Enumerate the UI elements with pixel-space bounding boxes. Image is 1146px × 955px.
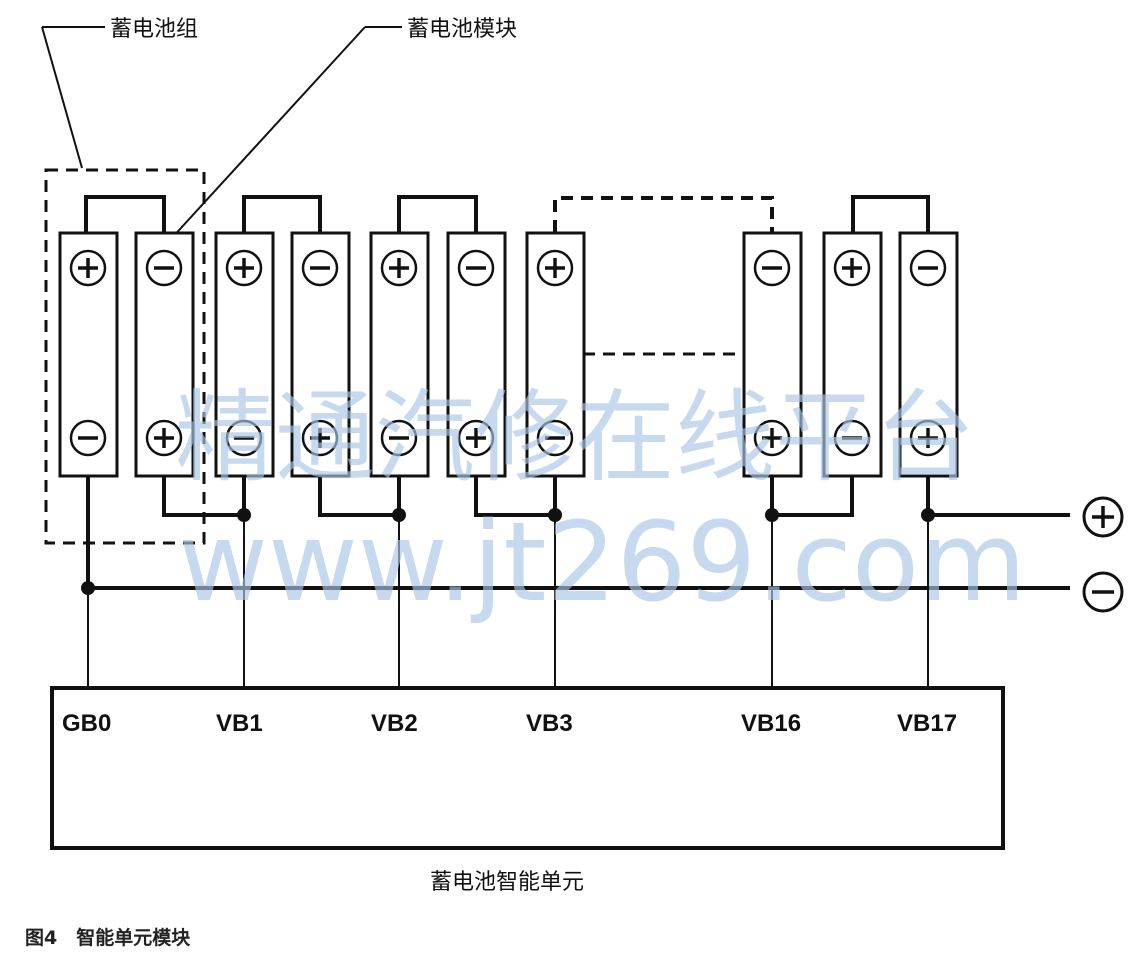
cell-6 (446, 231, 507, 478)
cell-8 (742, 231, 803, 478)
cell-5 (369, 231, 430, 478)
top-links (84, 195, 930, 356)
battery-pack-label: 蓄电池组 (110, 17, 198, 42)
cell-10 (898, 231, 959, 478)
channel-label: VB17 (897, 710, 957, 737)
smart-unit-box (50, 686, 1005, 850)
sense-wires (87, 515, 929, 688)
watermark-url: www.jt269.com (178, 498, 1026, 626)
figure-caption: 图4 智能单元模块 (25, 926, 191, 949)
channel-label: VB3 (526, 710, 573, 737)
cell-1 (58, 231, 119, 478)
cell-7 (525, 231, 586, 478)
cells-group (58, 231, 959, 478)
cell-9 (822, 231, 883, 478)
cell-2 (134, 231, 195, 478)
channel-label: GB0 (62, 710, 111, 737)
channel-label: VB1 (216, 710, 263, 737)
battery-module-label: 蓄电池模块 (407, 17, 517, 42)
bottom-links (86, 476, 930, 588)
output-negative-icon (1082, 571, 1124, 613)
output-buses (88, 513, 1070, 590)
watermark-text: 精通汽修在线平台 (175, 379, 975, 496)
channel-label: VB16 (741, 710, 801, 737)
smart-unit-label: 蓄电池智能单元 (430, 870, 584, 895)
battery-pack-leader (41, 26, 105, 169)
channel-label: VB2 (371, 710, 418, 737)
battery-module-leader (169, 26, 402, 241)
battery-pack-outline (44, 168, 206, 545)
output-positive-icon (1082, 496, 1124, 538)
